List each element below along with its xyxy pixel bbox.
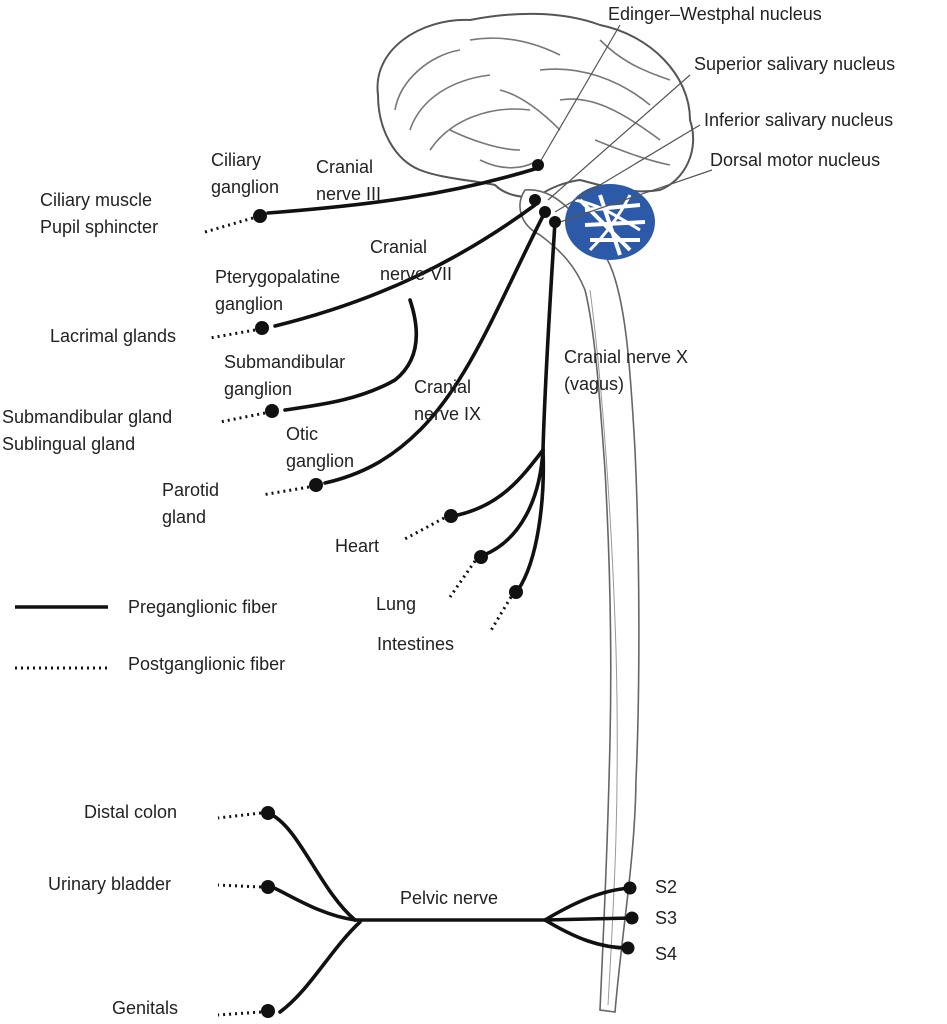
postganglionic-fibers — [204, 216, 513, 1017]
label-pelvic-nerve: Pelvic nerve — [400, 888, 499, 908]
label-ciliary-muscle: Ciliary muscle — [40, 190, 153, 210]
label-sublingual-gland: Sublingual gland — [2, 434, 136, 454]
fiber-cn7 — [273, 203, 537, 328]
label-intestines: Intestines — [377, 634, 455, 654]
label-distal-colon: Distal colon — [84, 802, 178, 822]
legend-post-label: Postganglionic fiber — [128, 654, 286, 674]
post-heart — [402, 516, 445, 542]
fiber-lung — [482, 448, 545, 557]
label-ciliary-ganglion-2: ganglion — [211, 177, 280, 197]
label-cn7-2: nerve VII — [380, 264, 453, 284]
label-otic-ganglion-1: Otic — [286, 424, 319, 444]
post-intestines — [488, 596, 513, 633]
label-otic-ganglion-2: ganglion — [286, 451, 355, 471]
brain-outline — [376, 12, 695, 198]
fiber-intestines — [516, 448, 546, 592]
label-cn9-1: Cranial — [414, 377, 472, 397]
label-parotid-2: gland — [162, 507, 207, 527]
post-bladder — [217, 883, 262, 889]
label-pupil-sphincter: Pupil sphincter — [40, 217, 159, 237]
post-genitals — [217, 1010, 262, 1017]
label-heart: Heart — [335, 536, 380, 556]
label-s2: S2 — [655, 877, 678, 897]
label-edinger-westphal: Edinger–Westphal nucleus — [608, 4, 822, 24]
label-cn7-1: Cranial — [370, 237, 428, 257]
nucleus-leaders — [539, 24, 713, 223]
fiber-s2 — [543, 886, 632, 922]
label-ciliary-ganglion-1: Ciliary — [211, 150, 262, 170]
fiber-cn7-branch — [283, 298, 419, 412]
label-cn10-2: (vagus) — [564, 374, 625, 394]
fiber-cn9 — [323, 210, 547, 485]
label-s3: S3 — [655, 908, 678, 928]
label-submandibular-ganglion-1: Submandibular — [224, 352, 346, 372]
fiber-heart — [456, 448, 545, 517]
post-colon — [217, 811, 262, 820]
label-cn3-1: Cranial — [316, 157, 374, 177]
label-s4: S4 — [655, 944, 678, 964]
ganglia-dots — [253, 209, 523, 1018]
fiber-s4 — [543, 918, 630, 950]
label-superior-salivary: Superior salivary nucleus — [694, 54, 896, 74]
post-lacrimal — [209, 328, 256, 340]
label-cn9-2: nerve IX — [414, 404, 482, 424]
label-cn3-2: nerve III — [316, 184, 382, 204]
label-lacrimal-glands: Lacrimal glands — [50, 326, 177, 346]
brain-folds — [394, 37, 671, 169]
legend-pre-label: Preganglionic fiber — [128, 597, 278, 617]
cerebellum — [565, 184, 655, 260]
label-genitals: Genitals — [112, 998, 179, 1018]
label-pterygopalatine-1: Pterygopalatine — [215, 267, 341, 287]
post-submandibular — [219, 411, 266, 424]
fiber-cn10 — [541, 220, 557, 452]
spinal-cord-inner — [589, 289, 618, 1006]
label-cn10-1: Cranial nerve X — [564, 347, 689, 367]
spinal-cord — [519, 189, 640, 1013]
label-inferior-salivary: Inferior salivary nucleus — [704, 110, 894, 130]
fiber-genitals — [278, 920, 362, 1014]
label-submandibular-gland: Submandibular gland — [2, 407, 173, 427]
nucleus-dots — [529, 159, 639, 955]
fiber-bladder — [270, 885, 357, 922]
label-urinary-bladder: Urinary bladder — [48, 874, 172, 894]
post-ciliary — [204, 216, 254, 234]
fiber-colon — [270, 813, 357, 922]
label-parotid-1: Parotid — [162, 480, 220, 500]
label-submandibular-ganglion-2: ganglion — [224, 379, 293, 399]
label-dorsal-motor: Dorsal motor nucleus — [710, 150, 881, 170]
fiber-s3 — [543, 916, 634, 922]
post-lung — [448, 560, 477, 598]
label-lung: Lung — [376, 594, 417, 614]
fiber-cn3 — [266, 166, 540, 215]
label-pterygopalatine-2: ganglion — [215, 294, 284, 314]
post-parotid — [261, 485, 310, 497]
preganglionic-fibers — [266, 166, 634, 1014]
